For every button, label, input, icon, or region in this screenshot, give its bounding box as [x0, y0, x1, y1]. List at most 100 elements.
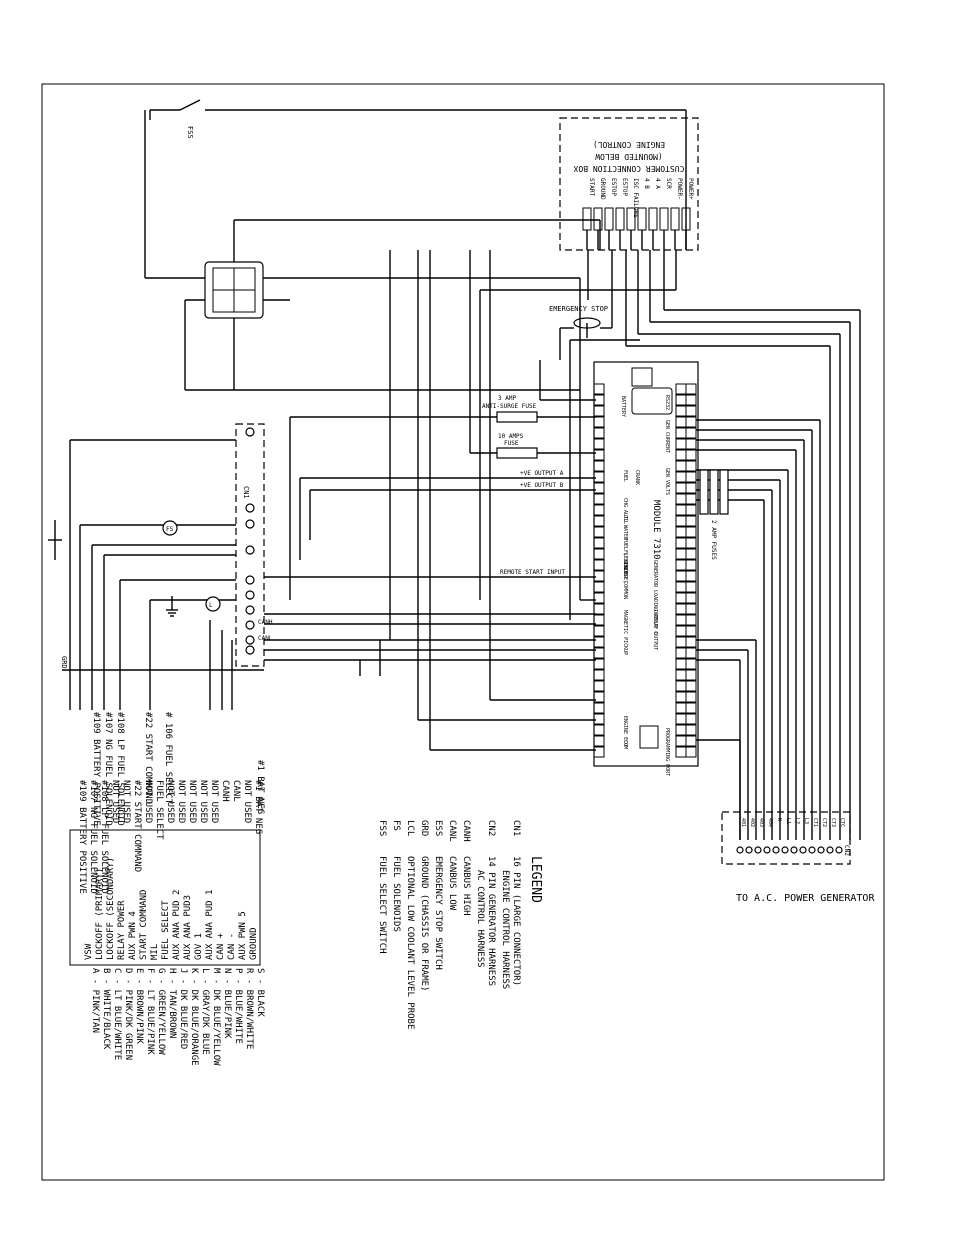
module-left-pin [593, 537, 605, 549]
module-right-pin-2 [685, 658, 697, 670]
programming-port [639, 725, 659, 749]
canl-label: CANL [258, 635, 273, 642]
pin-table-signal: NOT USED [176, 780, 186, 823]
page-frame [41, 83, 885, 1181]
customer-connection-box: CUSTOMER CONNECTION BOX (MOUNTED BELOW E… [559, 117, 699, 251]
canh-label: CANH [258, 619, 273, 626]
module-left-pin [593, 713, 605, 725]
module-label-text: BATTERY [620, 396, 626, 417]
remote-start-label: REMOTE START INPUT [500, 569, 565, 576]
customer-box-title-2: (MOUNTED BELOW [595, 152, 663, 161]
customer-terminal-label: 4 B [643, 178, 650, 189]
grd-label: GRD [60, 656, 68, 669]
cn2-pin [808, 846, 816, 854]
legend-desc: CANBUS HIGH [461, 856, 471, 916]
fuel-select-relay [144, 110, 600, 391]
left-wire-label: #109 BATTERY POSITIVE [91, 712, 101, 826]
pin-table-signal: #107 NG FUEL SOLENOID [88, 780, 98, 894]
pin-table-signal: NOT USED [110, 780, 120, 823]
pin-table-function: AUX PWN 4 [128, 911, 138, 960]
pin-table-pin: G - GREEN/YELLOW [156, 968, 166, 1055]
module-right-pin-2 [685, 449, 697, 461]
module-left-pin [593, 471, 605, 483]
legend-desc: EMERGENCY STOP SWITCH [433, 856, 443, 970]
cn2-pin-label: CT3 [830, 818, 836, 827]
cn2-pin [826, 846, 834, 854]
customer-terminal-label: POWER- [676, 178, 683, 200]
cn2-pin [835, 846, 843, 854]
module-right-pin-2 [685, 614, 697, 626]
pin-table-pin: A - PINK/TAN [90, 968, 100, 1033]
module-label-text: CHG ALT. [622, 498, 628, 522]
module-right-pin-2 [685, 647, 697, 659]
pin-table-function: MIL [150, 944, 160, 960]
cn2-pin-label: L1 [785, 818, 791, 824]
customer-box-title-3: ENGINE CONTROL) [593, 140, 665, 149]
customer-terminal [604, 207, 614, 231]
cn1-pin [245, 545, 255, 555]
module-left-pin [593, 416, 605, 428]
legend-code: CN1 [511, 820, 521, 836]
pin-table-signal: CANH [220, 780, 230, 802]
module-label-text: FUEL [622, 470, 628, 482]
pin-table-signal: FUEL SELECT [154, 780, 164, 840]
pin-table-pin: S - BLACK [255, 968, 265, 1017]
module-label-text: GEN CURRENT [664, 420, 670, 453]
module-left-pin [593, 636, 605, 648]
fuel-select-switch: FSS [149, 99, 687, 250]
module-label-text: WATER [622, 525, 628, 541]
module-right-pin-2 [685, 669, 697, 681]
cn2-pin [781, 846, 789, 854]
legend-code: CANL [447, 820, 457, 842]
cn2-pin-label: CT1 [812, 818, 818, 827]
emergency-stop-label: EMERGENCY STOP [549, 305, 608, 313]
pin-table-signal: NOT USED [143, 780, 153, 823]
cn2-pin-label: N [776, 818, 782, 821]
lcl-symbol: L [209, 602, 213, 609]
cn1-label: CN1 [242, 486, 250, 499]
module-label-text: FLEXIBLE [622, 550, 628, 574]
left-wire-label: #1 BAT NEG [255, 760, 265, 814]
module-right-pin-2 [685, 746, 697, 758]
module-left-pin [593, 504, 605, 516]
customer-terminal-label: ISC FAILURE [632, 178, 639, 218]
module-right-pin-2 [685, 537, 697, 549]
module-left-pin [593, 515, 605, 527]
cn2-pin-label: CT2 [821, 818, 827, 827]
module-right-pin-2 [685, 427, 697, 439]
module-label-text: SENDER COMMON [622, 560, 628, 599]
module-pin-strips [593, 383, 697, 758]
cn2-pin-label: CTC [839, 818, 845, 827]
pin-table-function: FUEL SELECT [161, 900, 171, 960]
module-label-text: OUTPUT C [652, 610, 658, 634]
pin-table-pin: D - PINK/DK GREEN [123, 968, 133, 1060]
legend-code: FSS [377, 820, 387, 836]
module-left-pin [593, 526, 605, 538]
cn2-pin-label: 401 [740, 818, 746, 827]
legend-title: LEGEND [528, 856, 543, 903]
cn2-pin [736, 846, 744, 854]
pin-table-pin: P - BLUE/WHITE [233, 968, 243, 1044]
pin-table-function: AUX ANA PUD3 [183, 895, 193, 960]
customer-box-title-1: CUSTOMER CONNECTION BOX [573, 164, 684, 173]
cn2-pin-label: L2 [794, 818, 800, 824]
module-right-pin-2 [685, 471, 697, 483]
module-left-pin [593, 702, 605, 714]
left-wire-label: # 106 FUEL SELECT [163, 712, 173, 805]
pin-table-function: GROUND [249, 927, 259, 960]
module-left-pin [593, 746, 605, 758]
module-left-pin [593, 680, 605, 692]
module-left-pin [593, 482, 605, 494]
cn2-pin-label: 402 [749, 818, 755, 827]
legend-desc: FUEL SOLENOIDS [391, 856, 401, 932]
output-b-label: +VE OUTPUT B [520, 482, 564, 489]
module-left-pin [593, 647, 605, 659]
customer-terminal [659, 207, 669, 231]
customer-terminal [615, 207, 625, 231]
module-right-pin-2 [685, 735, 697, 747]
module-label-text: RS232 [664, 395, 670, 410]
module-right-pin-2 [685, 570, 697, 582]
pin-table-function: CAN - [227, 933, 237, 960]
